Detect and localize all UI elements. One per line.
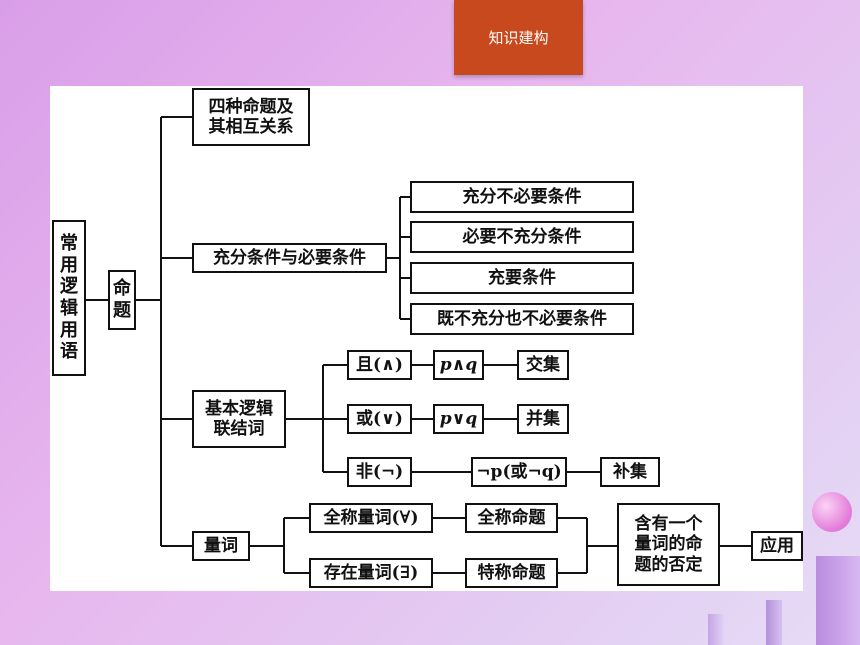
necessary-not-sufficient-node: 必要不充分条件	[410, 221, 634, 253]
root-char: 常	[60, 233, 78, 255]
complement-node: 补集	[600, 457, 660, 487]
quantifier-negation-line: 量词的命	[634, 534, 703, 555]
section-tag: 知识建构	[454, 0, 583, 75]
and-expression-node: p∧q	[433, 350, 484, 380]
existential-proposition-node: 特称命题	[465, 558, 558, 588]
logical-connectives-line: 基本逻辑	[205, 398, 273, 419]
root-char: 用	[60, 254, 78, 276]
four-propositions-node: 四种命题及 其相互关系	[192, 88, 310, 146]
connector-lines	[86, 116, 751, 574]
root-node: 常 用 逻 辑 用 语	[52, 220, 86, 376]
root-char: 逻	[60, 276, 78, 298]
not-node: 非(¬)	[347, 457, 412, 487]
logical-connectives-node: 基本逻辑 联结词	[192, 390, 286, 448]
and-node: 且(∧)	[347, 350, 412, 380]
four-propositions-line: 其相互关系	[208, 117, 294, 137]
conditions-node: 充分条件与必要条件	[192, 243, 387, 273]
quantifier-node: 量词	[192, 531, 250, 561]
root-char: 语	[60, 341, 78, 363]
root-char: 用	[60, 319, 78, 341]
decorative-bar	[766, 600, 782, 645]
existential-quantifier-node: 存在量词(∃)	[309, 558, 433, 588]
or-expression-node: p∨q	[433, 404, 484, 434]
four-propositions-line: 四种命题及	[208, 96, 294, 117]
universal-proposition-node: 全称命题	[465, 503, 558, 533]
proposition-node: 命 题	[108, 270, 136, 330]
quantifier-negation-line: 含有一个	[634, 513, 703, 534]
proposition-char: 题	[113, 300, 131, 321]
sufficient-not-necessary-node: 充分不必要条件	[410, 181, 634, 213]
necessary-and-sufficient-node: 充要条件	[410, 262, 634, 294]
or-node: 或(∨)	[347, 404, 412, 434]
decorative-bar	[816, 556, 860, 645]
proposition-char: 命	[113, 278, 131, 300]
root-char: 辑	[60, 298, 78, 319]
concept-map: 常 用 逻 辑 用 语 命 题 四种命题及 其相互关系 充分条件与必要条件 充分…	[50, 86, 803, 591]
quantifier-negation-line: 题的否定	[634, 554, 703, 575]
decorative-bar	[708, 614, 724, 645]
decorative-sphere	[812, 492, 852, 532]
logical-connectives-line: 联结词	[213, 419, 265, 439]
neither-condition-node: 既不充分也不必要条件	[410, 303, 634, 335]
intersection-node: 交集	[517, 350, 569, 380]
quantifier-negation-node: 含有一个 量词的命 题的否定	[617, 503, 720, 586]
not-expression-node: ¬p(或¬q)	[471, 457, 567, 487]
application-node: 应用	[751, 531, 803, 561]
union-node: 并集	[517, 404, 569, 434]
universal-quantifier-node: 全称量词(∀)	[309, 503, 433, 533]
